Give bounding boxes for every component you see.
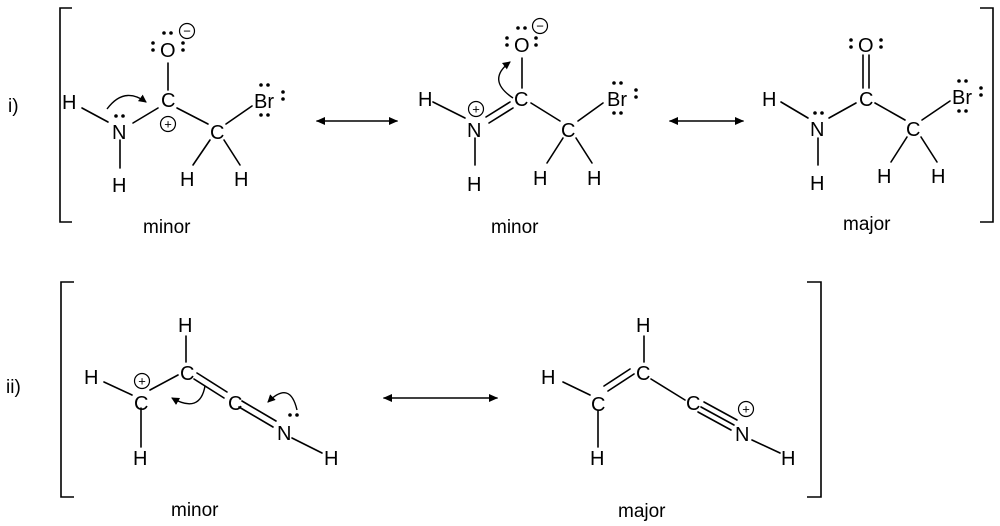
positive-charge-icon: + xyxy=(159,115,177,133)
caption: major xyxy=(843,214,891,235)
caption: minor xyxy=(491,217,539,238)
atom-carbon: C xyxy=(636,363,650,385)
atom-carbon: C xyxy=(514,89,528,111)
curved-arrow-icon xyxy=(106,94,147,110)
curved-arrow-icon xyxy=(498,61,514,99)
structure-i-2: O C N C Br H H H H − + minor xyxy=(418,17,638,238)
left-bracket-i xyxy=(59,7,72,223)
svg-text:+: + xyxy=(742,402,750,417)
atom-nitrogen: N xyxy=(810,119,824,141)
atom-nitrogen: N xyxy=(467,120,481,142)
caption: minor xyxy=(171,500,219,521)
atom-hydrogen: H xyxy=(84,367,98,389)
svg-text:+: + xyxy=(138,374,146,389)
atom-hydrogen: H xyxy=(467,174,481,196)
svg-text:+: + xyxy=(164,117,172,132)
curved-arrow-icon xyxy=(267,392,298,411)
atom-nitrogen: N xyxy=(735,424,749,446)
row-ii-label: ii) xyxy=(6,377,21,398)
negative-charge-icon: − xyxy=(531,17,549,35)
atom-oxygen: O xyxy=(514,35,530,57)
atom-hydrogen: H xyxy=(810,173,824,195)
left-bracket-ii xyxy=(60,281,74,498)
atom-hydrogen: H xyxy=(418,89,432,111)
atom-carbon: C xyxy=(210,122,224,144)
structure-ii-1: H C C C H H N H + minor xyxy=(84,315,338,521)
atom-hydrogen: H xyxy=(234,169,248,191)
svg-text:−: − xyxy=(536,19,544,34)
atom-hydrogen: H xyxy=(877,166,891,188)
atom-hydrogen: H xyxy=(781,448,795,470)
atom-hydrogen: H xyxy=(133,448,147,470)
negative-charge-icon: − xyxy=(178,22,196,40)
atom-bromine: Br xyxy=(254,91,274,113)
svg-text:−: − xyxy=(183,24,191,39)
positive-charge-icon: + xyxy=(467,100,485,118)
atom-carbon: C xyxy=(906,119,920,141)
atom-hydrogen: H xyxy=(590,448,604,470)
atom-bromine: Br xyxy=(952,87,972,109)
atom-hydrogen: H xyxy=(762,89,776,111)
svg-text:+: + xyxy=(472,102,480,117)
curved-arrow-icon xyxy=(171,385,206,405)
atom-carbon: C xyxy=(161,90,175,112)
atom-nitrogen: N xyxy=(112,122,126,144)
atom-hydrogen: H xyxy=(62,92,76,114)
atom-hydrogen: H xyxy=(112,175,126,197)
row-i-label: i) xyxy=(8,96,19,117)
atom-carbon: C xyxy=(561,120,575,142)
atom-nitrogen: N xyxy=(277,423,291,445)
right-bracket-i xyxy=(980,7,994,223)
structure-i-1: O C N C Br H H H H − + minor xyxy=(62,22,285,238)
atom-carbon: C xyxy=(134,393,148,415)
atom-oxygen: O xyxy=(858,35,874,57)
atom-carbon: C xyxy=(228,393,242,415)
atom-hydrogen: H xyxy=(178,315,192,337)
caption: minor xyxy=(143,217,191,238)
atom-oxygen: O xyxy=(160,40,176,62)
atom-carbon: C xyxy=(591,394,605,416)
atom-hydrogen: H xyxy=(180,169,194,191)
atom-carbon: C xyxy=(180,363,194,385)
atom-carbon: C xyxy=(859,89,873,111)
positive-charge-icon: + xyxy=(737,400,755,418)
structure-ii-2: H C C C H H N H + major xyxy=(541,315,795,522)
caption: major xyxy=(618,501,666,522)
atom-carbon: C xyxy=(686,393,700,415)
atom-hydrogen: H xyxy=(931,166,945,188)
atom-hydrogen: H xyxy=(533,168,547,190)
atom-hydrogen: H xyxy=(541,367,555,389)
atom-hydrogen: H xyxy=(587,168,601,190)
atom-hydrogen: H xyxy=(324,448,338,470)
positive-charge-icon: + xyxy=(133,372,151,390)
right-bracket-ii xyxy=(807,281,822,498)
structure-i-3: O C N C Br H H H H major xyxy=(762,35,983,235)
atom-hydrogen: H xyxy=(636,315,650,337)
atom-bromine: Br xyxy=(607,89,627,111)
